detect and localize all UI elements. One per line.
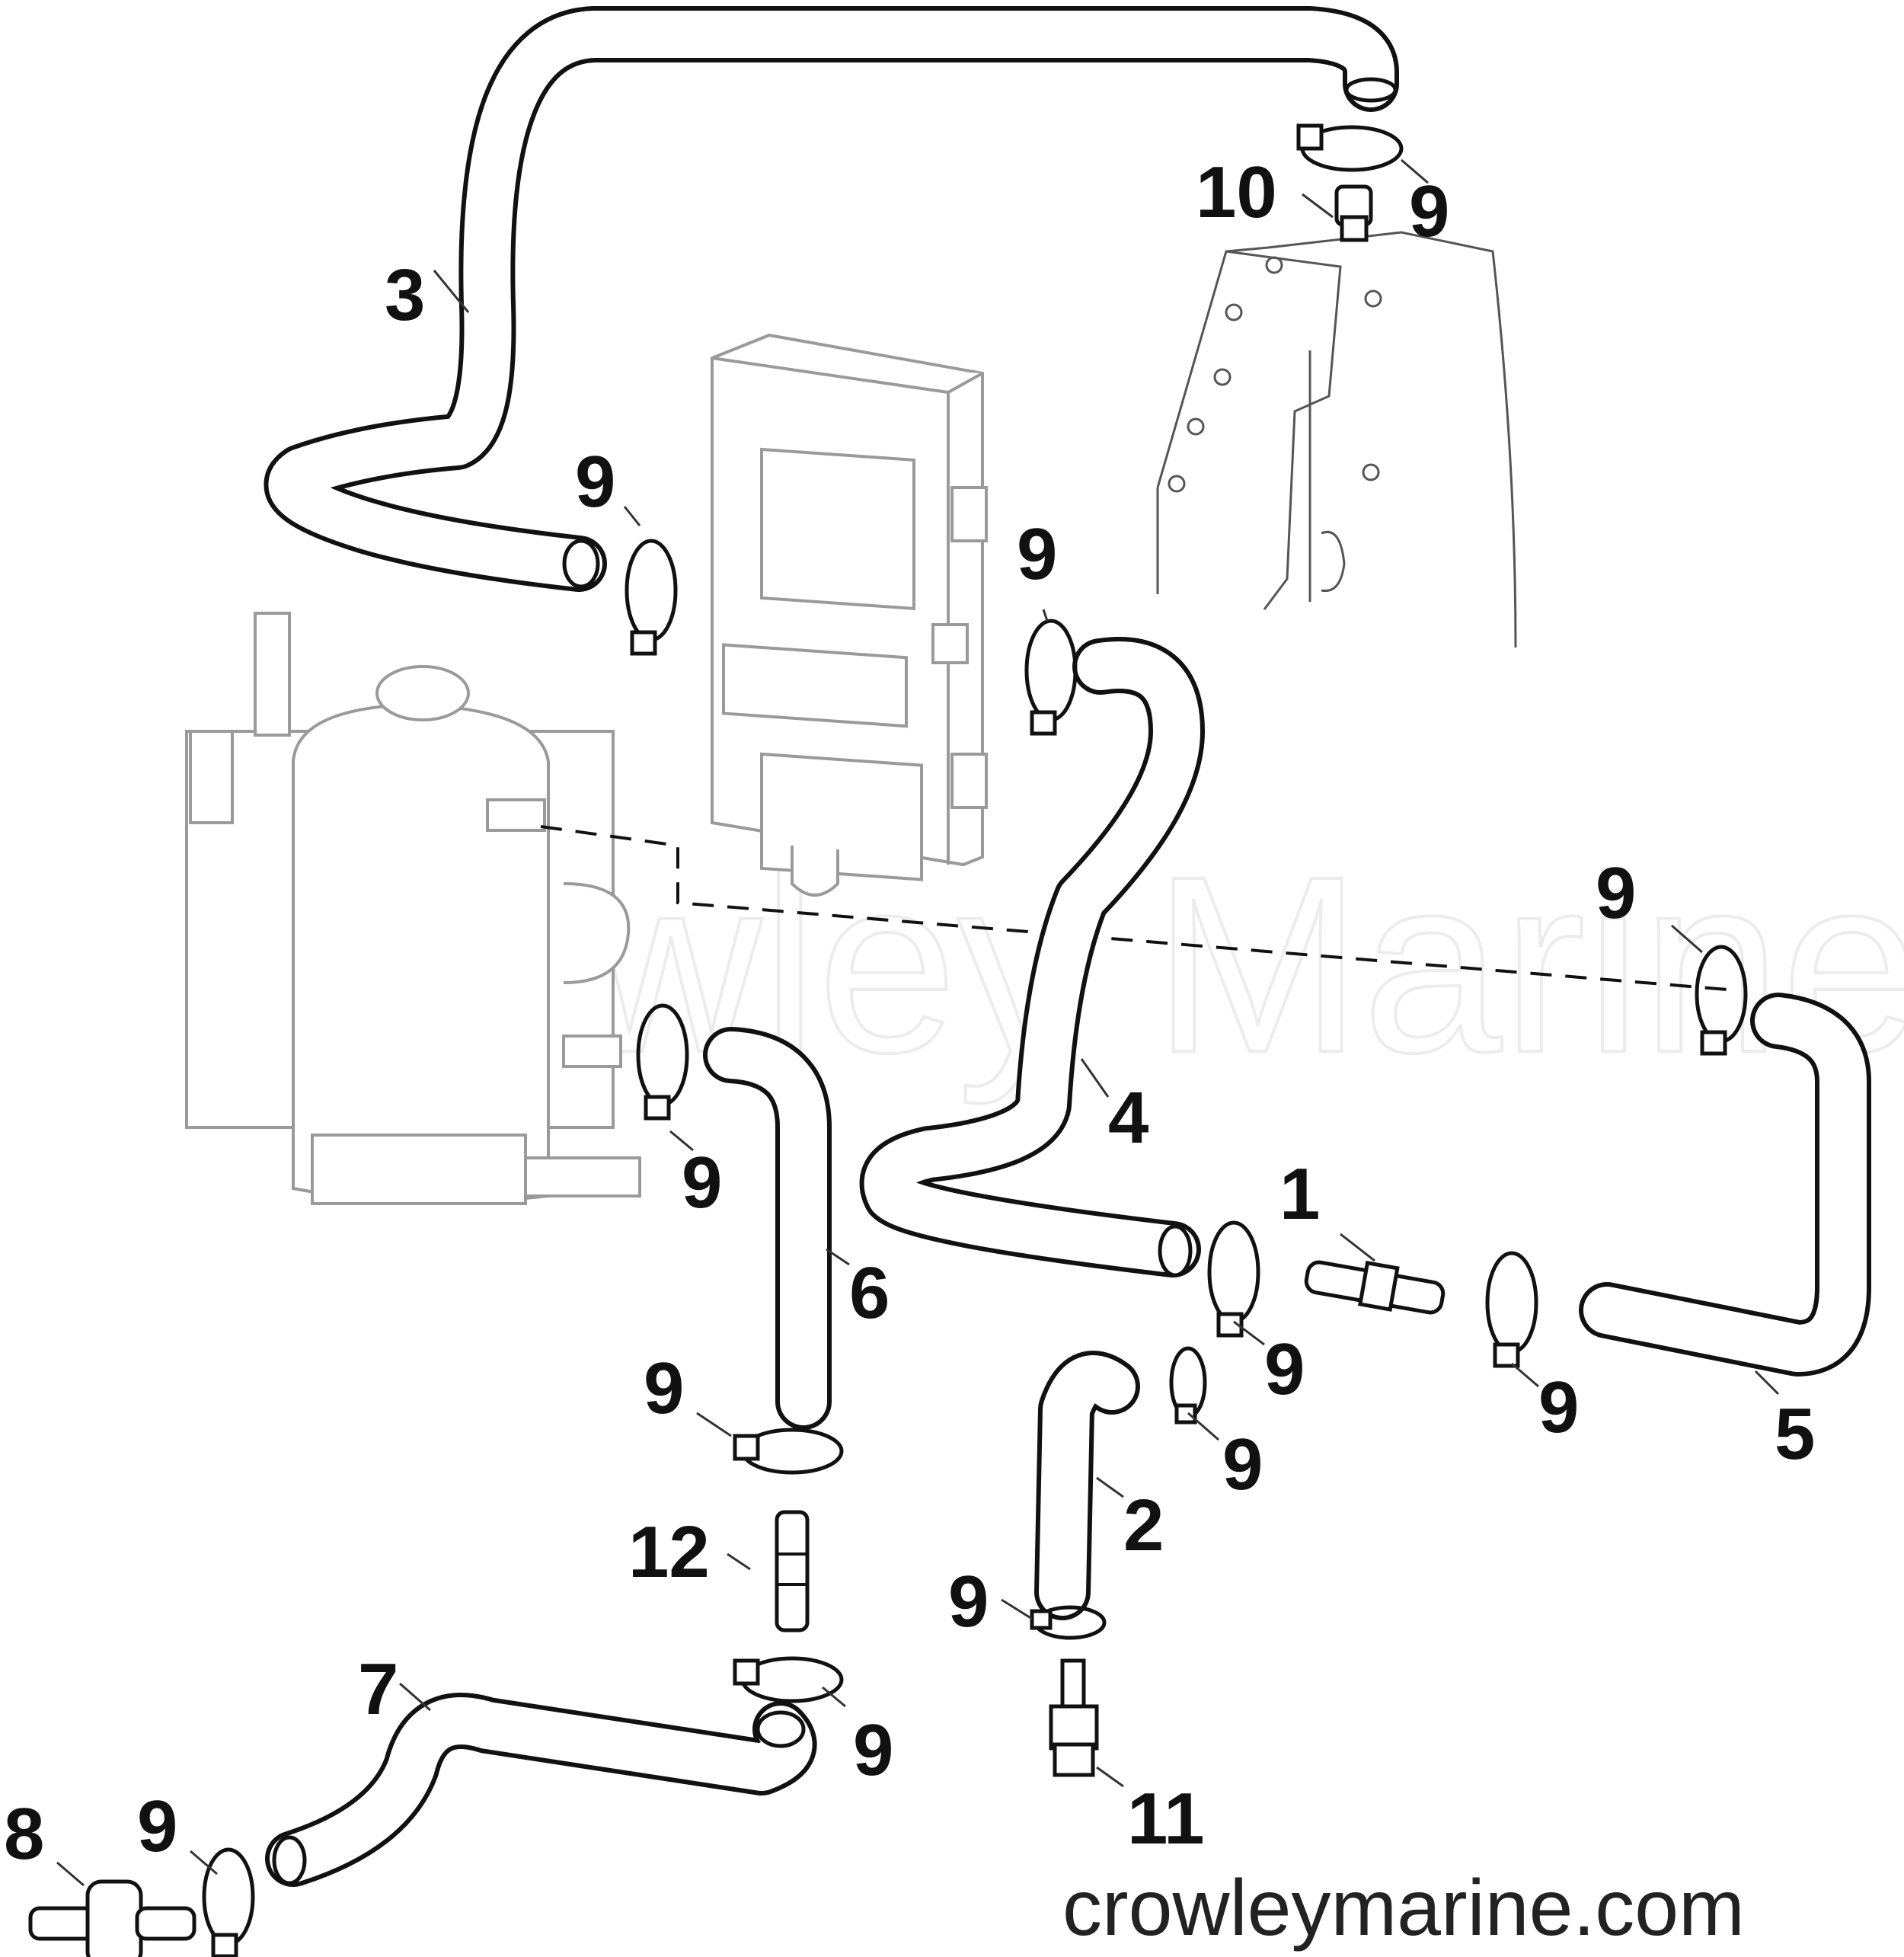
clamp-9-hose4-end bbox=[1207, 1220, 1260, 1338]
ecu-module bbox=[711, 333, 988, 897]
callout-11: 11 bbox=[1127, 1778, 1204, 1859]
callout-9-hose5-end: 9 bbox=[1538, 1367, 1579, 1448]
fitting-12 bbox=[775, 1510, 810, 1632]
callout-12: 12 bbox=[628, 1511, 710, 1593]
callout-9-hose6-bottom: 9 bbox=[644, 1348, 684, 1429]
clamp-9-right-upper bbox=[1695, 945, 1748, 1056]
hose-6 bbox=[703, 1027, 832, 1430]
hose-4 bbox=[859, 637, 1205, 1277]
callout-9-valve: 9 bbox=[137, 1786, 177, 1867]
engine-block bbox=[1156, 231, 1517, 648]
callout-labels: 1 2 3 4 5 6 7 8 9 9 9 9 9 9 9 9 9 9 9 9 … bbox=[4, 152, 1815, 1875]
callout-2: 2 bbox=[1123, 1485, 1164, 1566]
callout-9-top: 9 bbox=[1409, 171, 1449, 252]
clamp-9-valve bbox=[202, 1847, 255, 1957]
clamp-9-hose2-bottom bbox=[1030, 1605, 1107, 1640]
callout-9-hose7-top: 9 bbox=[853, 1709, 893, 1791]
clamp-9-top bbox=[1296, 123, 1404, 172]
clamp-9-hose5-end bbox=[1485, 1251, 1538, 1368]
hose-3 bbox=[264, 6, 1399, 592]
callout-10: 10 bbox=[1196, 152, 1277, 233]
vapor-separator-tank bbox=[185, 612, 641, 1205]
callout-3: 3 bbox=[385, 254, 425, 336]
callout-9-ecu-left: 9 bbox=[575, 441, 615, 523]
callout-5: 5 bbox=[1775, 1393, 1815, 1475]
fitting-10 bbox=[1334, 184, 1373, 242]
callout-1: 1 bbox=[1279, 1153, 1320, 1235]
callout-7: 7 bbox=[358, 1648, 398, 1730]
hose-2 bbox=[1034, 1351, 1140, 1620]
clamp-9-ecu-left bbox=[625, 539, 678, 656]
clamp-9-hose2-top bbox=[1169, 1346, 1207, 1425]
connector-1 bbox=[1304, 1260, 1446, 1315]
hose-5 bbox=[1579, 993, 1871, 1377]
leader-lines bbox=[56, 158, 1780, 1887]
callout-9-hose2-top: 9 bbox=[1222, 1424, 1263, 1505]
callout-4: 4 bbox=[1108, 1077, 1148, 1159]
clamp-9-hose6-bottom bbox=[733, 1428, 844, 1475]
callout-9-tank: 9 bbox=[682, 1142, 722, 1223]
clamp-9-ecu-right bbox=[1024, 619, 1078, 736]
fitting-11 bbox=[1049, 1658, 1099, 1777]
callout-9-right-upper: 9 bbox=[1596, 852, 1636, 934]
callout-9-hose4-end: 9 bbox=[1264, 1329, 1305, 1410]
clamp-9-hose7-top bbox=[733, 1656, 844, 1703]
callout-8: 8 bbox=[4, 1793, 44, 1875]
callout-9-ecu-right: 9 bbox=[1017, 513, 1057, 595]
check-valve-8 bbox=[28, 1879, 196, 1957]
clamp-9-tank bbox=[636, 1003, 689, 1121]
website-url: crowleymarine.com bbox=[1062, 1864, 1745, 1952]
callout-6: 6 bbox=[849, 1252, 890, 1334]
hose-7 bbox=[265, 1693, 817, 1887]
callout-9-hose2-bottom: 9 bbox=[948, 1561, 989, 1642]
